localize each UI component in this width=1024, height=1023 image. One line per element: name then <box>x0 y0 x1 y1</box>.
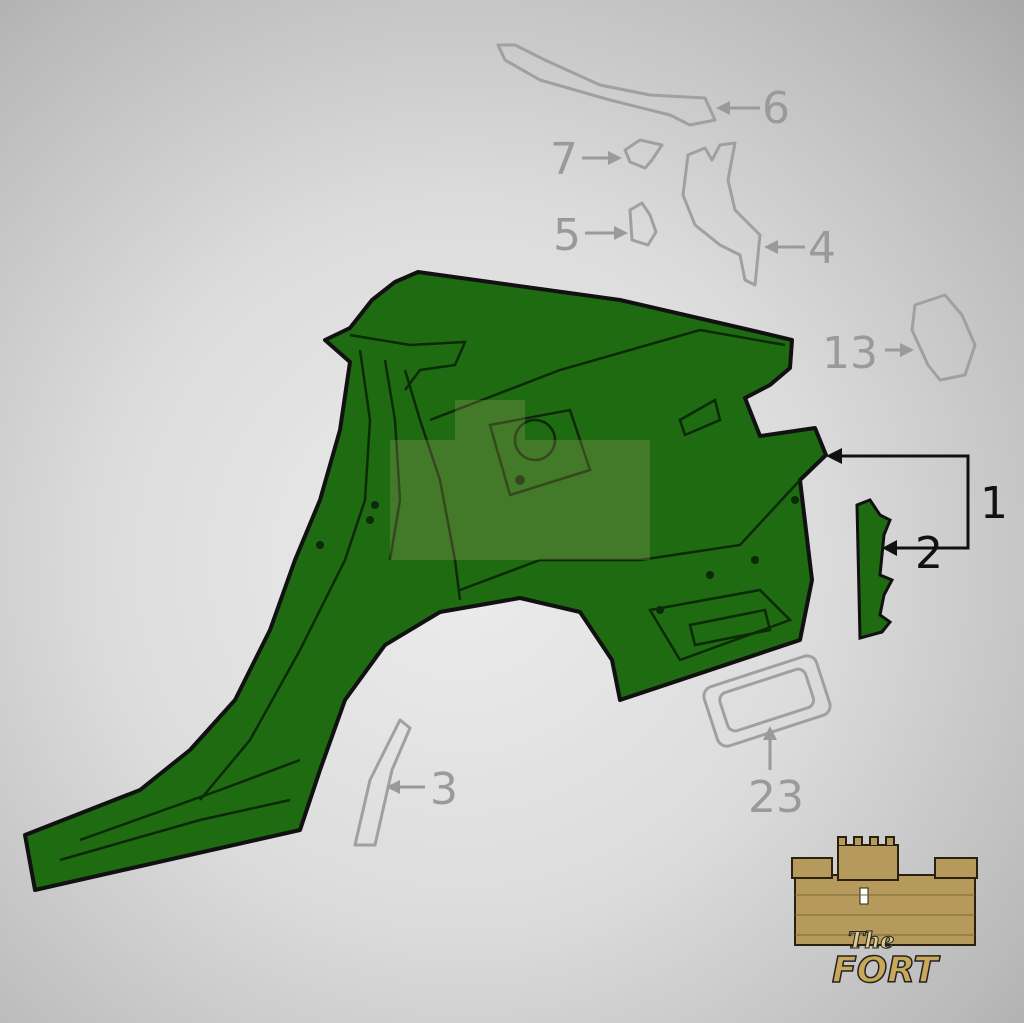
callout-7: 7 <box>550 134 578 185</box>
cap-part-13[interactable] <box>910 293 977 382</box>
callout-23: 23 <box>748 772 804 823</box>
clip-part-5[interactable] <box>628 201 658 247</box>
pad-part-23[interactable] <box>701 653 832 748</box>
callout-5: 5 <box>553 210 581 261</box>
watermark-logo <box>390 400 650 560</box>
quarter-panel-part-1[interactable] <box>23 270 828 892</box>
brace-part-4[interactable] <box>681 141 762 287</box>
callout-6: 6 <box>762 83 790 134</box>
callout-1: 1 <box>980 478 1008 529</box>
callout-13: 13 <box>822 328 878 379</box>
logo-text-the: The <box>848 928 894 954</box>
the-fort-logo: The FORT <box>791 836 978 992</box>
liner-part-3[interactable] <box>353 718 412 847</box>
callout-arrows <box>386 101 970 794</box>
callout-4: 4 <box>808 223 836 274</box>
rail-part-6[interactable] <box>496 43 717 127</box>
bracket-part-2[interactable] <box>855 498 895 640</box>
callout-3: 3 <box>430 764 458 815</box>
clip-part-7[interactable] <box>623 138 664 170</box>
logo-text-fort: FORT <box>832 950 940 991</box>
callout-2: 2 <box>915 528 943 579</box>
